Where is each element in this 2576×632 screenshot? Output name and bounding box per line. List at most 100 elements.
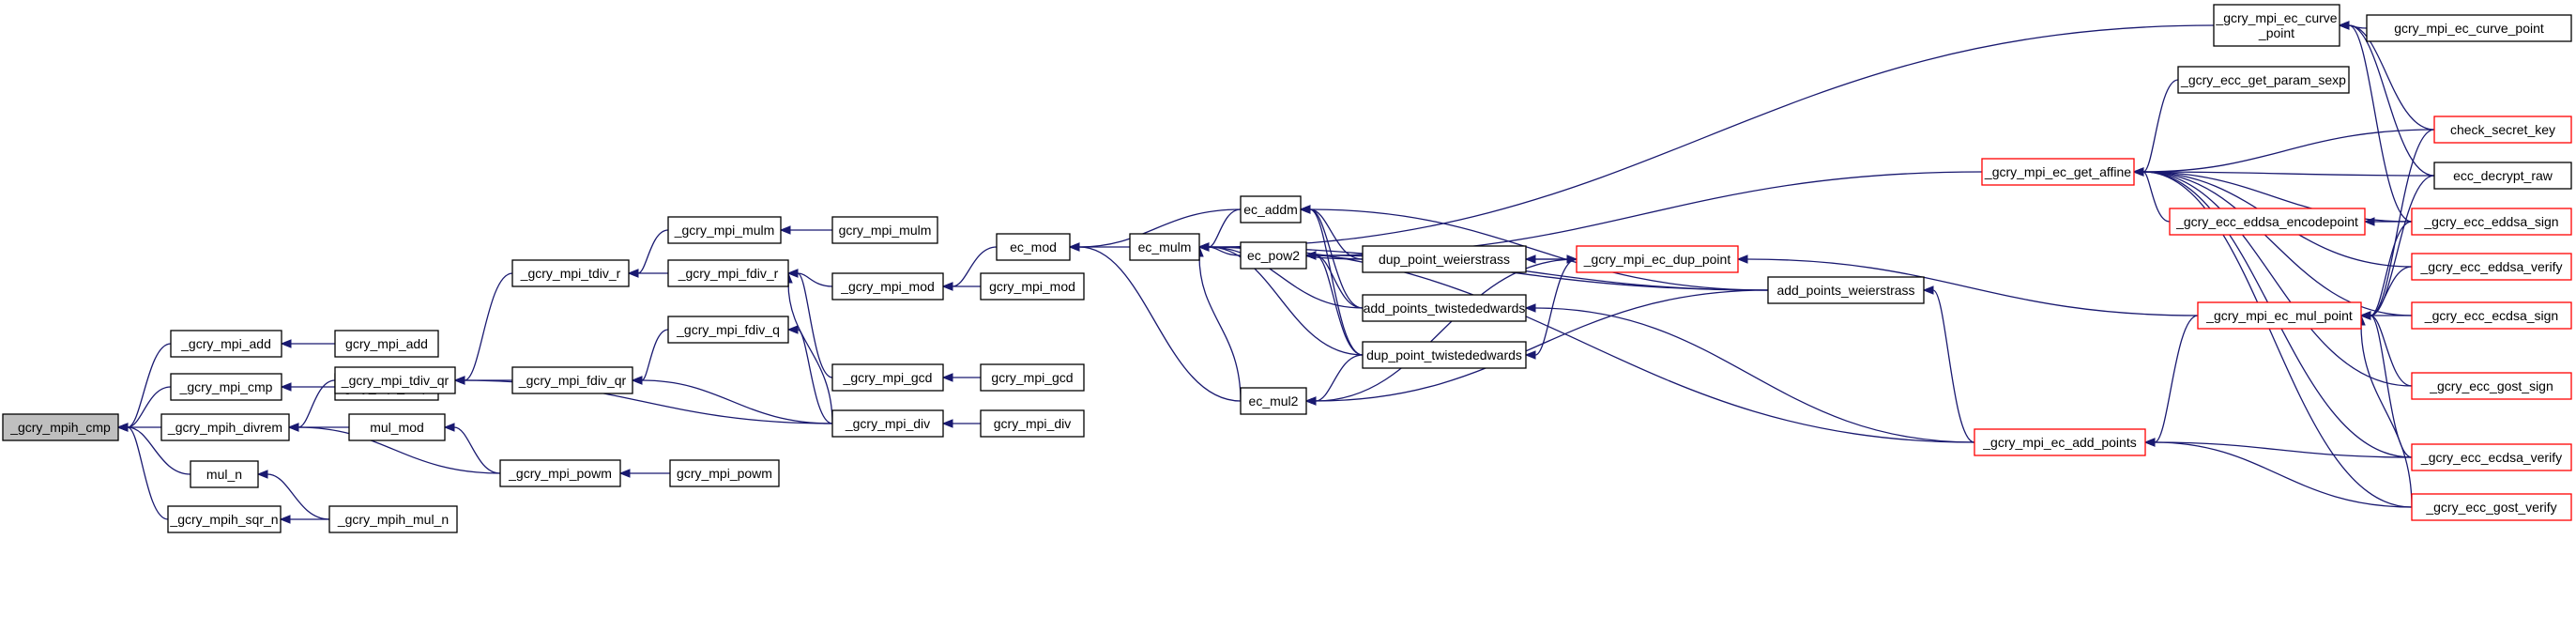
edge-line (2348, 24, 2435, 131)
node-gcry-mpi-gcd[interactable]: _gcry_mpi_gcd (831, 363, 944, 392)
edge-n27-to-n32 (2143, 315, 2199, 447)
node-label: _gcry_mpi_tdiv_qr (341, 373, 450, 388)
node-add-points-twistededwards[interactable]: add_points_twistededwards (1362, 294, 1527, 322)
node-gcry-mpih-mul-n[interactable]: _gcry_mpih_mul_n (328, 505, 458, 533)
edge-line (1078, 246, 1242, 402)
node-gcry-ecc-eddsa-verify[interactable]: _gcry_ecc_eddsa_verify (2411, 253, 2572, 281)
edge-n40-to-n10 (784, 271, 833, 424)
node-gcry-mpi-tdiv-r[interactable]: _gcry_mpi_tdiv_r (511, 259, 630, 287)
node-ec-addm[interactable]: ec_addm (1240, 195, 1302, 224)
node-label: _gcry_mpi_fdiv_q (676, 322, 780, 337)
edge-n8-to-n7 (627, 229, 669, 278)
arrowhead (1524, 254, 1536, 264)
edge-line (2154, 441, 2413, 458)
node-gcry-mpi-fdiv-r[interactable]: _gcry_mpi_fdiv_r (667, 259, 789, 287)
edge-n25-to-n24 (2363, 217, 2412, 226)
edge-n40-to-n42 (786, 325, 833, 424)
node-dup-point-twistededwards[interactable]: dup_point_twistededwards (1362, 341, 1527, 369)
node-ecc-decrypt-raw[interactable]: ecc_decrypt_raw (2433, 162, 2572, 190)
node-box (499, 459, 621, 487)
node-mul-mod[interactable]: mul_mod (348, 413, 446, 441)
node-layer: _gcry_mpih_cmp _gcry_mpi_add gcry_mpi_add _… (2, 4, 2572, 533)
node-gcry-mpi-ec-mul-point[interactable]: _gcry_mpi_ec_mul_point (2197, 301, 2362, 330)
edge-n48-to-n49 (279, 515, 329, 524)
node-gcry-ecc-eddsa-sign[interactable]: _gcry_ecc_eddsa_sign (2411, 208, 2572, 236)
node-gcry-mpi-div[interactable]: gcry_mpi_div (980, 409, 1085, 438)
node-gcry-mpi-fdiv-qr[interactable]: _gcry_mpi_fdiv_qr (511, 366, 633, 394)
arrowhead (287, 423, 299, 432)
node-gcry-mpi-mod[interactable]: gcry_mpi_mod (980, 272, 1085, 301)
node-check-secret-key[interactable]: check_secret_key (2433, 116, 2572, 144)
edge-line (797, 272, 833, 287)
edge-line (297, 379, 336, 428)
node-gcry-mpi-gcd[interactable]: gcry_mpi_gcd (980, 363, 1085, 392)
arrowhead (1524, 303, 1536, 313)
node-gcry-mpi-ec-curve-point[interactable]: gcry_mpi_ec_curve_point (2366, 14, 2572, 42)
node-label: _gcry_mpi_cmp (179, 379, 273, 394)
edge-line (641, 329, 669, 381)
node-add-points-weierstrass[interactable]: add_points_weierstrass (1767, 276, 1925, 304)
node-gcry-mpih-cmp[interactable]: _gcry_mpih_cmp (2, 413, 119, 441)
node-gcry-mpi-tdiv-qr[interactable]: _gcry_mpi_tdiv_qr (334, 366, 456, 394)
node-gcry-mpi-div[interactable]: _gcry_mpi_div (831, 409, 944, 438)
node-label: _point (2258, 25, 2294, 40)
node-label: _gcry_mpih_sqr_n (169, 512, 278, 527)
node-box (2177, 66, 2350, 94)
node-gcry-ecc-ecdsa-sign[interactable]: _gcry_ecc_ecdsa_sign (2411, 301, 2572, 330)
node-box (328, 505, 458, 533)
edge-n29-to-n21 (2132, 167, 2413, 387)
node-dup-point-weierstrass[interactable]: dup_point_weierstrass (1362, 245, 1527, 273)
node-gcry-ecc-ecdsa-verify[interactable]: _gcry_ecc_ecdsa_verify (2411, 443, 2572, 471)
node-box (2411, 301, 2572, 330)
node-label: _gcry_mpi_ec_get_affine (1984, 164, 2131, 179)
node-gcry-mpi-ec-get-affine[interactable]: _gcry_mpi_ec_get_affine (1981, 158, 2135, 186)
node-ec-mod[interactable]: ec_mod (996, 233, 1071, 261)
arrowhead (1524, 350, 1536, 360)
node-box (996, 233, 1071, 261)
arrowhead (1068, 242, 1080, 252)
edge-line (1198, 255, 1242, 402)
node-gcry-mpi-fdiv-q[interactable]: _gcry_mpi_fdiv_q (667, 316, 789, 344)
edge-line (127, 426, 169, 520)
node-gcry-mpi-ec-curve-point[interactable]: _gcry_mpi_ec_curve_point (2213, 4, 2340, 47)
node-box (334, 366, 456, 394)
arrowhead (786, 325, 799, 334)
node-mul-n[interactable]: mul_n (190, 460, 259, 488)
node-gcry-mpi-mod[interactable]: _gcry_mpi_mod (831, 272, 944, 301)
node-gcry-mpi-cmp[interactable]: _gcry_mpi_cmp (170, 373, 282, 401)
node-gcry-ecc-gost-verify[interactable]: _gcry_ecc_gost_verify (2411, 493, 2572, 521)
node-gcry-mpih-sqr-n[interactable]: _gcry_mpih_sqr_n (167, 505, 282, 533)
node-box (167, 505, 282, 533)
edge-n34-to-n35 (1524, 254, 1577, 264)
node-gcry-mpi-mulm[interactable]: _gcry_mpi_mulm (667, 216, 782, 244)
edge-line (1208, 246, 1364, 356)
node-box (2411, 493, 2572, 521)
node-label: _gcry_ecc_ecdsa_verify (2420, 450, 2562, 465)
node-gcry-ecc-eddsa-encodepoint[interactable]: _gcry_ecc_eddsa_encodepoint (2169, 208, 2366, 236)
node-gcry-mpi-add[interactable]: gcry_mpi_add (334, 330, 439, 358)
edge-n4-to-n3 (280, 382, 335, 392)
node-gcry-mpi-powm[interactable]: gcry_mpi_powm (669, 459, 780, 487)
node-gcry-mpi-ec-dup-point[interactable]: _gcry_mpi_ec_dup_point (1576, 245, 1739, 273)
arrowhead (2359, 311, 2371, 320)
node-ec-pow2[interactable]: ec_pow2 (1240, 241, 1307, 270)
node-label: ec_pow2 (1247, 248, 1300, 263)
node-gcry-ecc-gost-sign[interactable]: _gcry_ecc_gost_sign (2411, 372, 2572, 400)
edge-line (127, 426, 191, 475)
edge-n37-to-n16 (1304, 251, 1364, 356)
node-gcry-mpi-mulm[interactable]: gcry_mpi_mulm (831, 216, 938, 244)
node-gcry-mpi-add[interactable]: _gcry_mpi_add (170, 330, 282, 358)
edge-n30-to-n32 (2143, 438, 2413, 458)
node-ec-mulm[interactable]: ec_mulm (1129, 233, 1200, 261)
node-gcry-ecc-get-param-sexp[interactable]: _gcry_ecc_get_param_sexp (2177, 66, 2350, 94)
node-gcry-mpi-ec-add-points[interactable]: _gcry_mpi_ec_add_points (1974, 428, 2146, 456)
node-box (334, 330, 439, 358)
node-box (190, 460, 259, 488)
node-gcry-mpi-powm[interactable]: _gcry_mpi_powm (499, 459, 621, 487)
node-label: gcry_mpi_mulm (839, 223, 932, 238)
node-gcry-mpih-divrem[interactable]: _gcry_mpih_divrem (160, 413, 290, 441)
node-ec-mul2[interactable]: ec_mul2 (1240, 387, 1307, 415)
arrowhead (786, 269, 799, 278)
edge-line (1315, 289, 1769, 402)
node-label: _gcry_mpi_fdiv_qr (518, 373, 627, 388)
